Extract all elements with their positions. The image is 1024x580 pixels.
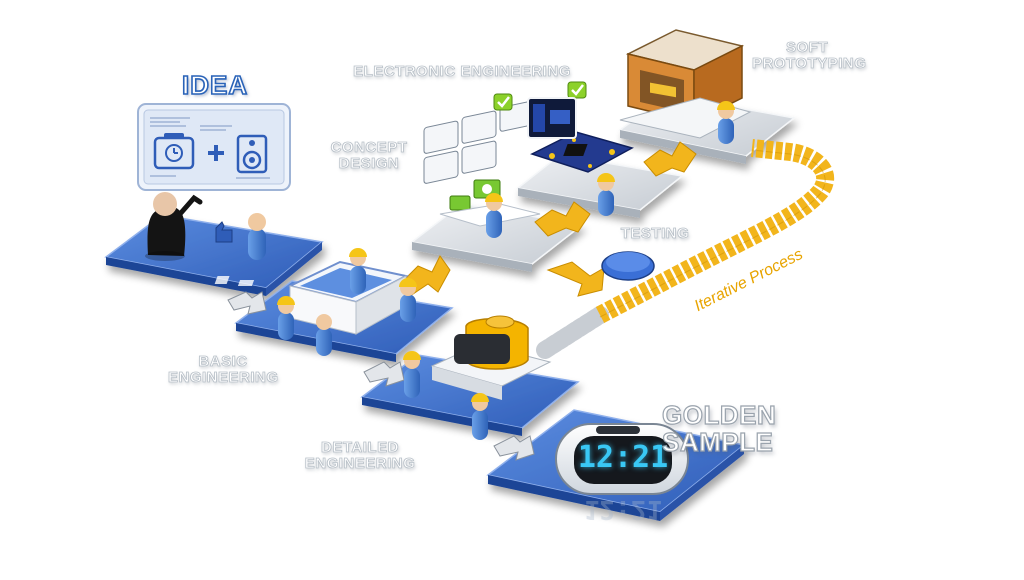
testing-device [601, 251, 655, 281]
stage-label-idea: IDEA [181, 70, 249, 100]
idea-board [137, 103, 291, 191]
stage-label-soft-prototyping: SOFT PROTOTYPING [752, 39, 867, 72]
concept-cards [423, 101, 531, 184]
clock-icon [153, 133, 195, 170]
engineer-group-detailed [403, 351, 489, 440]
stage-label-electronic-engineering: ELECTRONIC ENGINEERING [353, 63, 571, 80]
stage-label-testing: TESTING [620, 225, 690, 242]
plus-icon [208, 145, 224, 161]
designer-person [485, 193, 503, 238]
circuit-board-icon [530, 131, 634, 173]
presenter-person [145, 192, 203, 261]
stage-arrows-grey [227, 291, 535, 461]
stage-label-detailed-engineering: DETAILED ENGINEERING [304, 439, 416, 472]
golden-sample-clock [555, 423, 689, 495]
prototype-device [454, 315, 529, 370]
thumbs-up-icon [215, 221, 233, 243]
stage-label-concept-design: CONCEPT DESIGN [330, 139, 408, 172]
planning-table [214, 260, 409, 335]
electronics-engineer [597, 173, 615, 216]
3d-printer-icon [619, 29, 752, 139]
speaker-icon [236, 134, 268, 174]
listener-person [248, 213, 266, 260]
schematic-screen [527, 97, 577, 139]
prototyping-engineer [717, 101, 735, 144]
clock-display: 12:21 [577, 440, 669, 475]
stage-label-golden-sample: GOLDEN SAMPLE [661, 400, 777, 458]
stage-label-basic-engineering: BASIC ENGINEERING [168, 353, 279, 386]
iterative-track [536, 139, 835, 359]
engineer-group-basic [277, 248, 417, 356]
checkmark-icon [493, 81, 587, 111]
clock-reflection: 12:21 [583, 494, 663, 524]
